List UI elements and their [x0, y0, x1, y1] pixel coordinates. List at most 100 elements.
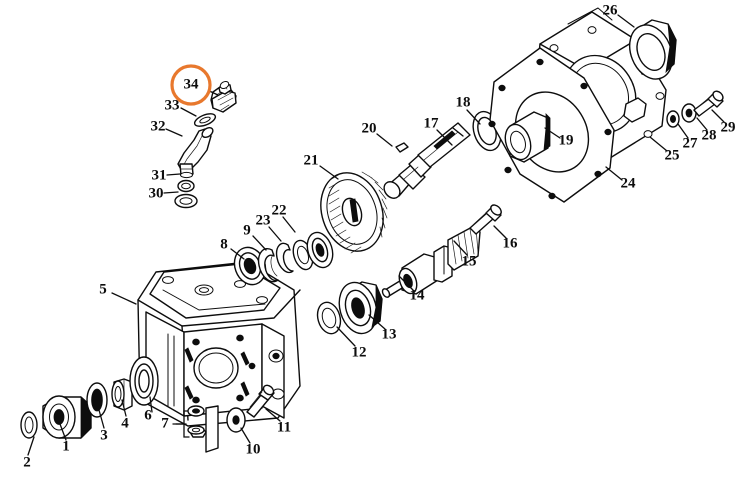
callout-34[interactable]: 34	[170, 64, 212, 106]
callout-22[interactable]: 22	[272, 202, 287, 218]
callout-27[interactable]: 27	[683, 135, 699, 151]
callout-15[interactable]: 15	[462, 253, 477, 269]
leader-line-8	[230, 248, 245, 260]
callout-13[interactable]: 13	[382, 326, 397, 342]
callout-3[interactable]: 3	[100, 427, 108, 443]
callout-label-13: 13	[382, 326, 397, 342]
part-21-helical-gear	[320, 171, 388, 254]
callout-25[interactable]: 25	[665, 147, 680, 163]
leader-line-29	[711, 109, 725, 123]
leader-line-20	[376, 133, 393, 147]
leader-line-18	[466, 109, 481, 125]
callout-28[interactable]: 28	[702, 127, 717, 143]
callout-12[interactable]: 12	[352, 344, 367, 360]
callout-label-29: 29	[721, 119, 736, 135]
callout-21[interactable]: 21	[304, 152, 319, 168]
callout-23[interactable]: 23	[256, 212, 271, 228]
callout-label-34: 34	[184, 76, 200, 92]
callout-2[interactable]: 2	[23, 454, 31, 470]
leader-line-23	[268, 226, 282, 242]
callout-label-18: 18	[456, 94, 471, 110]
callout-7[interactable]: 7	[161, 415, 169, 431]
callout-label-8: 8	[220, 236, 228, 252]
part-15-pinion-shaft	[398, 225, 481, 295]
callout-24[interactable]: 24	[621, 175, 637, 191]
part-32-elbow-fitting	[177, 126, 214, 179]
part-group-cover	[488, 7, 724, 203]
part-31-o-ring	[177, 179, 195, 193]
callout-17[interactable]: 17	[424, 115, 440, 131]
callout-20[interactable]: 20	[362, 120, 377, 136]
callout-label-5: 5	[99, 281, 107, 297]
part-28-lock-washer	[681, 103, 697, 123]
callout-label-26: 26	[603, 2, 619, 18]
callout-label-32: 32	[151, 118, 166, 134]
callout-10[interactable]: 10	[246, 441, 261, 457]
callout-16[interactable]: 16	[503, 235, 519, 251]
leader-line-21	[319, 165, 339, 180]
leader-lines	[27, 14, 725, 456]
callout-label-7: 7	[161, 415, 169, 431]
leader-line-12	[336, 326, 356, 347]
callout-31[interactable]: 31	[152, 167, 167, 183]
part-3-shaft-seal	[86, 382, 108, 418]
callout-9[interactable]: 9	[243, 222, 251, 238]
callout-label-24: 24	[621, 175, 637, 191]
callout-label-3: 3	[100, 427, 108, 443]
callout-33[interactable]: 33	[165, 97, 180, 113]
callout-18[interactable]: 18	[456, 94, 471, 110]
leader-line-17	[436, 129, 453, 146]
callout-label-15: 15	[462, 253, 477, 269]
callout-label-4: 4	[121, 415, 129, 431]
leader-line-13	[368, 314, 386, 330]
callout-32[interactable]: 32	[151, 118, 166, 134]
leader-line-15	[453, 240, 468, 256]
callout-4[interactable]: 4	[121, 415, 129, 431]
leader-line-22	[282, 216, 296, 233]
part-gear-hub-sleeve	[306, 231, 334, 269]
callout-8[interactable]: 8	[220, 236, 228, 252]
leader-line-9	[252, 235, 267, 251]
highlight-ring-icon	[170, 64, 212, 106]
callout-label-6: 6	[144, 407, 152, 423]
leader-line-28	[696, 117, 708, 131]
callout-6[interactable]: 6	[144, 407, 152, 423]
callout-1[interactable]: 1	[62, 438, 70, 454]
part-group-housing	[20, 261, 301, 453]
callout-26[interactable]: 26	[603, 2, 619, 18]
callout-30[interactable]: 30	[149, 185, 164, 201]
callout-11[interactable]: 11	[277, 419, 291, 435]
leader-line-33	[180, 107, 197, 117]
leader-line-10	[240, 427, 251, 444]
part-12-retaining-ring	[316, 301, 342, 335]
part-26-oil-seal-ring	[628, 19, 677, 80]
callout-label-31: 31	[152, 167, 167, 183]
leader-line-11	[265, 408, 281, 422]
callout-label-14: 14	[410, 287, 426, 303]
leader-line-3	[98, 409, 105, 429]
callout-5[interactable]: 5	[99, 281, 107, 297]
callout-29[interactable]: 29	[721, 119, 736, 135]
leader-line-24	[605, 166, 623, 181]
leader-line-19	[544, 127, 561, 139]
part-1-ball-bearing	[42, 395, 92, 439]
part-16-hex-head-screw	[469, 204, 502, 235]
callout-label-12: 12	[352, 344, 367, 360]
callout-14[interactable]: 14	[410, 287, 426, 303]
leader-line-14	[398, 275, 414, 291]
leader-line-1	[59, 423, 67, 441]
leader-line-30	[163, 191, 179, 194]
callout-label-22: 22	[272, 202, 287, 218]
part-17-output-shaft	[383, 122, 471, 199]
part-group-gear-train	[233, 110, 502, 335]
part-19-bushing	[504, 111, 551, 163]
callout-label-21: 21	[304, 152, 319, 168]
part-2-o-ring	[20, 411, 38, 439]
callout-label-9: 9	[243, 222, 251, 238]
leader-line-32	[165, 128, 183, 137]
callout-label-20: 20	[362, 120, 377, 136]
callout-label-1: 1	[62, 438, 70, 454]
callout-19[interactable]: 19	[559, 132, 574, 148]
leader-line-5	[111, 292, 137, 305]
